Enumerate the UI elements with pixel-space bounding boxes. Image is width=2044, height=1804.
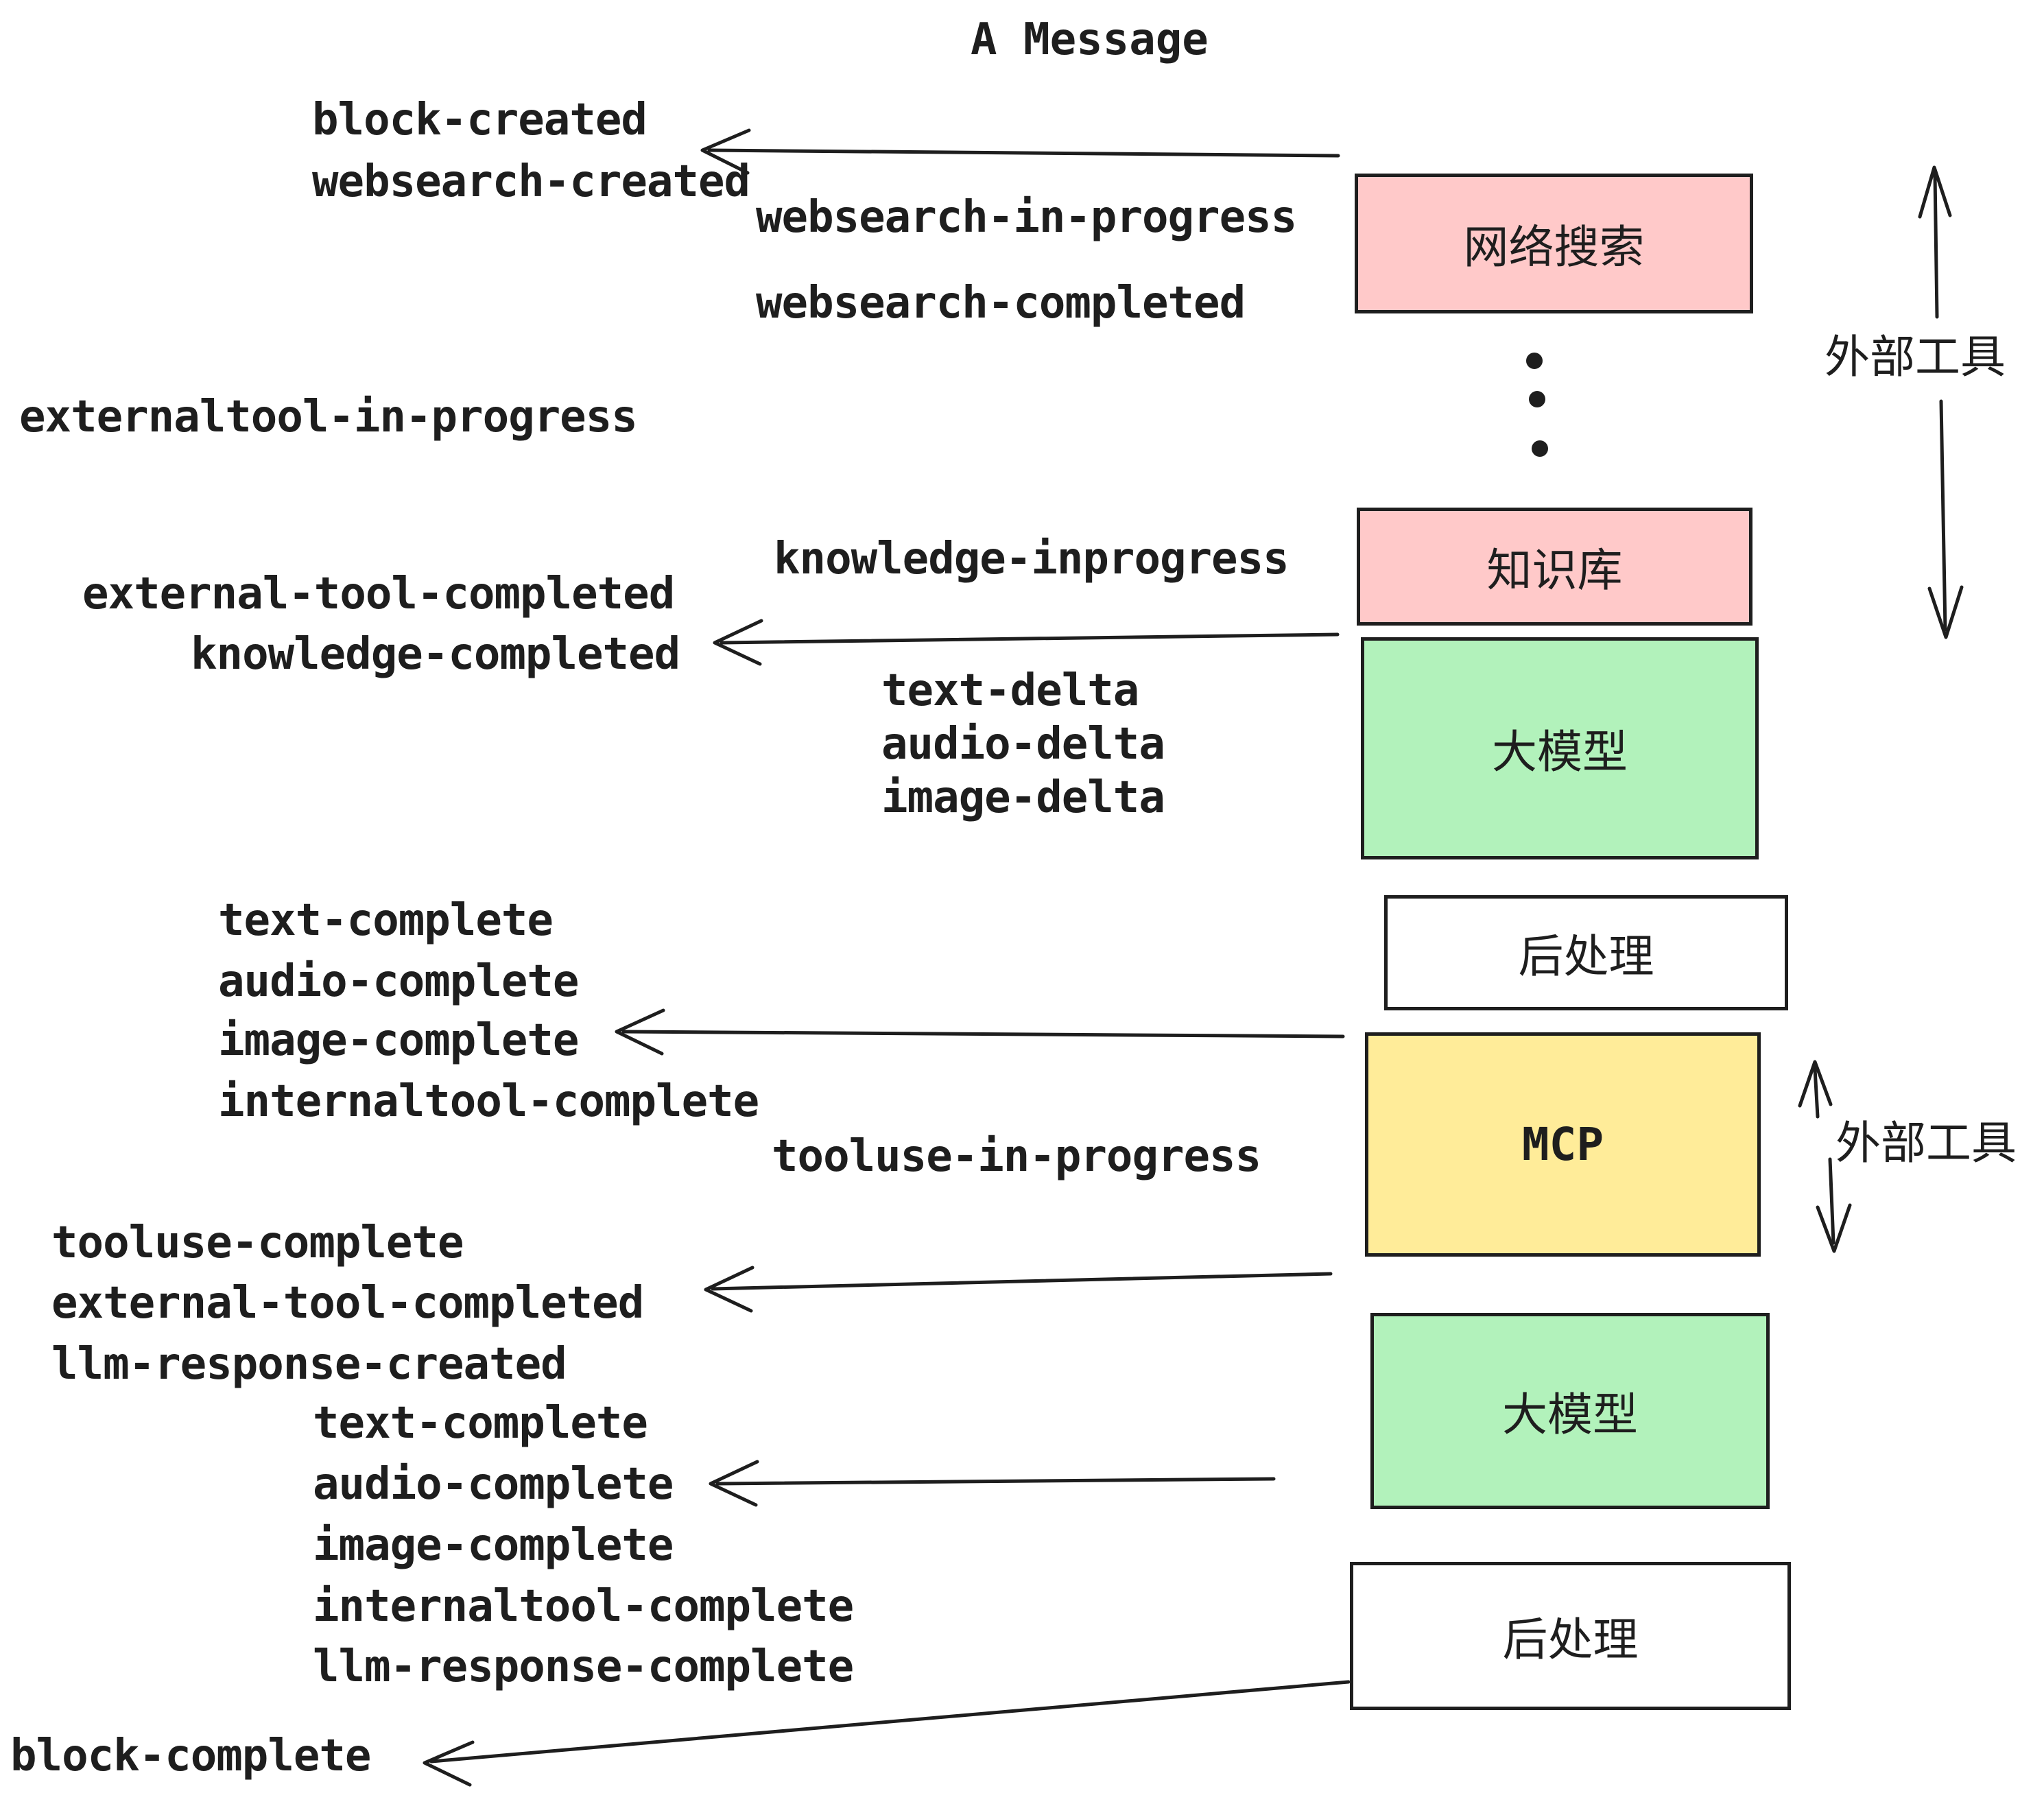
event-label-internaltool-complete: internaltool-complete [313,1581,854,1632]
event-label-llm-response-complete: llm-response-complete [313,1641,854,1692]
event-label-knowledge-completed: knowledge-completed [191,629,680,680]
box-websearch-label: 网络搜索 [1463,222,1645,272]
box-llm-first-label: 大模型 [1492,726,1628,777]
external-tools-up-arrow-top [1918,165,1952,319]
event-label-tooluse-in-progress: tooluse-in-progress [772,1131,1261,1182]
box-knowledge-base: 知识库 [1357,508,1752,626]
event-label-llm-response-created: llm-response-created [51,1339,567,1390]
event-label-knowledge-inprogress: knowledge-inprogress [774,534,1290,584]
event-label-image-complete: image-complete [218,1015,579,1066]
external-tools-down-arrow-mcp [1816,1157,1852,1253]
external-tools-label-top: 外部工具 [1825,331,2006,382]
event-label-websearch-in-progress: websearch-in-progress [756,192,1297,243]
event-label-block-complete: block-complete [10,1731,371,1781]
event-label-audio-complete: audio-complete [313,1459,674,1510]
arrow-to-audio-complete [709,1460,1276,1507]
box-postprocess-first: 后处理 [1384,895,1788,1010]
event-label-externaltool-in-progress: externaltool-in-progress [19,392,638,442]
arrow-to-knowledge-completed [713,619,1340,666]
event-label-text-complete: text-complete [313,1398,648,1449]
arrow-to-image-complete [615,1008,1345,1056]
external-tools-up-arrow-mcp [1798,1060,1833,1119]
event-label-image-delta: image-delta [881,772,1165,823]
event-label-text-complete: text-complete [218,895,554,946]
box-websearch: 网络搜索 [1355,174,1753,313]
arrow-to-block-created [700,128,1340,175]
event-label-websearch-created: websearch-created [312,156,750,207]
event-label-external-tool-completed: external-tool-completed [51,1278,644,1329]
event-label-text-delta: text-delta [881,665,1139,716]
box-postprocess-first-label: 后处理 [1518,931,1654,982]
box-llm-second-label: 大模型 [1502,1389,1638,1440]
box-knowledge-base-label: 知识库 [1486,545,1623,595]
box-mcp: MCP [1365,1032,1761,1257]
event-label-audio-delta: audio-delta [881,719,1165,770]
box-llm-second: 大模型 [1370,1313,1770,1509]
event-label-websearch-completed: websearch-completed [756,278,1246,329]
event-label-audio-complete: audio-complete [218,956,579,1007]
arrow-to-block-complete [423,1680,1351,1787]
box-postprocess-second: 后处理 [1350,1562,1791,1710]
box-llm-first: 大模型 [1361,637,1759,859]
vertical-ellipsis-dots [1526,353,1548,457]
event-label-tooluse-complete: tooluse-complete [51,1218,464,1268]
arrow-to-external-tool-completed [704,1266,1333,1313]
external-tools-down-arrow-top [1927,399,1964,639]
box-postprocess-second-label: 后处理 [1502,1614,1639,1665]
page-title: A Message [971,14,1209,65]
box-mcp-label: MCP [1521,1118,1604,1171]
external-tools-label-mcp: 外部工具 [1835,1117,2017,1168]
event-label-internaltool-complete: internaltool-complete [218,1076,759,1127]
event-label-external-tool-completed: external-tool-completed [82,569,675,619]
event-label-block-created: block-created [312,95,647,145]
event-label-image-complete: image-complete [313,1520,674,1571]
